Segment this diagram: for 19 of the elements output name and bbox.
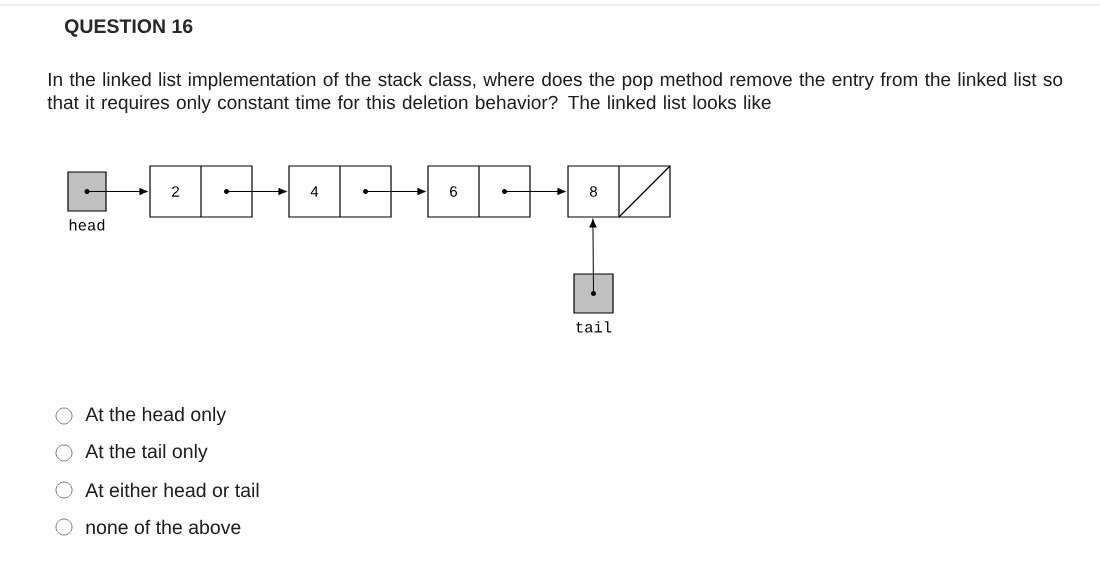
arrow [86, 187, 148, 196]
list-node: 6 [427, 165, 531, 218]
arrow [589, 219, 597, 294]
answer-option: At the tail only [85, 443, 208, 463]
answer-option: none of the above [86, 519, 241, 535]
pointer-label: head [69, 219, 105, 231]
question-text: In the linked list implementation of the stack class, where does the pop method remove the entry from the linked list so that it requires only constant time for this deletion behavior? The linked list looks like [47, 72, 1063, 113]
list-node: 4 [288, 165, 392, 218]
answer-option: At either head or tail [85, 482, 259, 498]
answer-option: At the head only [85, 406, 227, 426]
pointer-label: tail [576, 321, 612, 333]
question-title: QUESTION 16 [65, 19, 193, 37]
pointer-box [573, 273, 614, 314]
arrow [365, 187, 426, 196]
list-node: 8 [567, 165, 671, 218]
arrow [226, 187, 287, 196]
list-node: 2 [149, 165, 253, 218]
arrow [504, 187, 566, 196]
pointer-box [67, 171, 107, 212]
